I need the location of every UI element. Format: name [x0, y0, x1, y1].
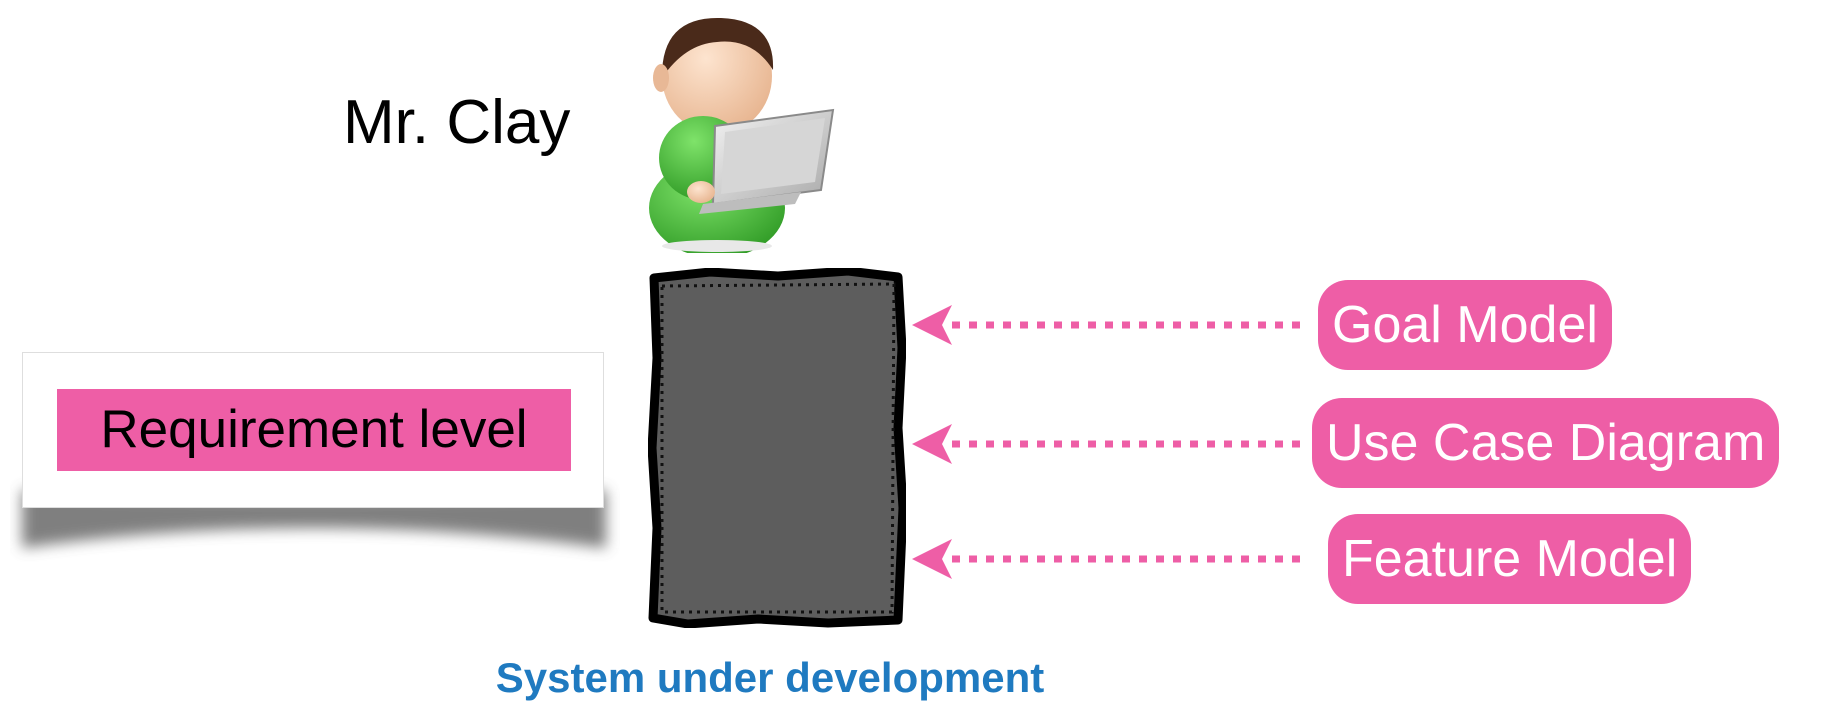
goal-model-arrow [912, 305, 1306, 345]
person-with-laptop-icon [649, 17, 835, 253]
use-case-diagram-tag: Use Case Diagram [1312, 398, 1780, 488]
requirement-level-label: Requirement level [57, 389, 571, 471]
feature-model-tag: Feature Model [1328, 514, 1692, 604]
actor-name: Mr. Clay [343, 88, 571, 157]
requirement-level-card: Requirement level [22, 352, 604, 508]
system-caption: System under development [495, 654, 1045, 701]
feature-model-arrow [912, 539, 1306, 579]
goal-model-tag: Goal Model [1318, 280, 1612, 370]
system-box [648, 268, 906, 628]
use-case-diagram-arrow [912, 424, 1306, 464]
